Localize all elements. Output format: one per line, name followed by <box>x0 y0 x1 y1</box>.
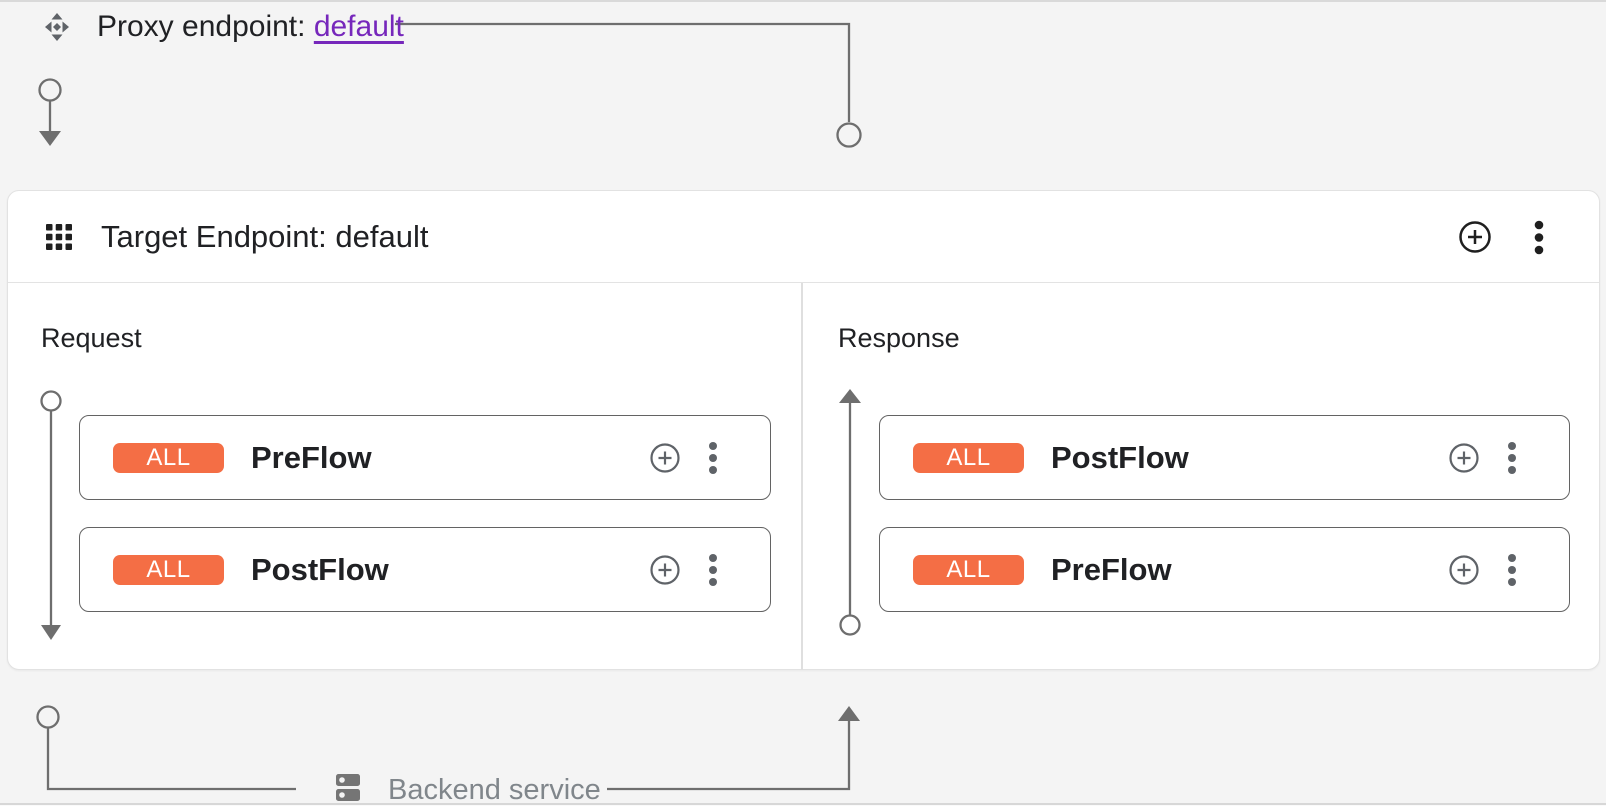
flow-condition-badge: ALL <box>113 442 224 473</box>
response-panel: Response ALL PostFlow <box>801 283 1601 670</box>
canvas-bottom-edge <box>0 803 1606 805</box>
add-policy-button[interactable] <box>649 554 681 586</box>
flow-menu-button[interactable] <box>1506 440 1518 476</box>
flow-menu-button[interactable] <box>707 440 719 476</box>
backend-service-row: Backend service <box>336 774 601 806</box>
flow-menu-button[interactable] <box>707 552 719 588</box>
target-endpoint-header: Target Endpoint: default <box>8 191 1599 283</box>
add-policy-button[interactable] <box>1448 554 1480 586</box>
add-policy-button[interactable] <box>1458 220 1492 254</box>
proxy-endpoint-link[interactable]: default <box>313 10 404 43</box>
flow-condition-badge: ALL <box>913 554 1024 585</box>
request-panel: Request ALL PreFlow <box>8 283 801 670</box>
flow-card-response-preflow[interactable]: ALL PreFlow <box>879 527 1570 612</box>
apps-grid-icon <box>46 223 72 250</box>
flow-menu-button[interactable] <box>1506 552 1518 588</box>
proxy-endpoint-label-text: Proxy endpoint: <box>97 10 306 43</box>
target-endpoint-card: Target Endpoint: default Request <box>7 190 1600 670</box>
target-endpoint-body: Request ALL PreFlow <box>8 283 1599 670</box>
flow-condition-badge: ALL <box>113 554 224 585</box>
flow-name: PostFlow <box>251 551 389 587</box>
flow-card-request-preflow[interactable]: ALL PreFlow <box>79 415 771 500</box>
flow-condition-badge: ALL <box>913 442 1024 473</box>
flow-name: PostFlow <box>1051 439 1189 475</box>
panel-divider <box>801 283 803 670</box>
canvas-bottom-strip <box>0 804 1606 806</box>
target-endpoint-title: Target Endpoint: default <box>101 218 429 254</box>
flow-card-response-postflow[interactable]: ALL PostFlow <box>879 415 1570 500</box>
flow-card-request-postflow[interactable]: ALL PostFlow <box>79 527 771 612</box>
flow-name: PreFlow <box>251 439 372 475</box>
request-flow-connector <box>40 390 62 640</box>
add-policy-button[interactable] <box>649 442 681 474</box>
flow-name: PreFlow <box>1051 551 1172 587</box>
response-label: Response <box>838 323 960 353</box>
backend-service-icon <box>336 774 360 801</box>
proxy-endpoint-label: Proxy endpoint: default <box>97 10 404 44</box>
backend-service-label: Backend service <box>388 774 601 806</box>
proxy-endpoint-icon <box>45 13 69 41</box>
add-policy-button[interactable] <box>1448 442 1480 474</box>
request-label: Request <box>41 323 142 353</box>
more-options-button[interactable] <box>1533 219 1545 256</box>
proxy-endpoint-row: Proxy endpoint: default <box>45 10 404 44</box>
response-flow-connector <box>839 389 861 636</box>
